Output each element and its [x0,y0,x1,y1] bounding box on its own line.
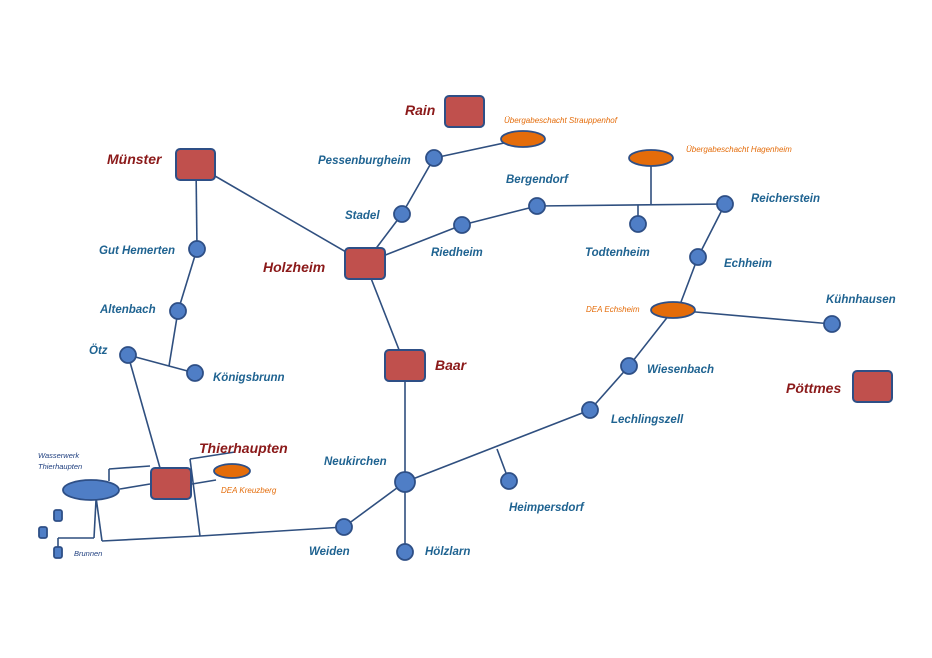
label-thierhaupten: Thierhaupten [199,440,288,456]
node-weiden[interactable] [335,518,353,536]
node-wiesenbach[interactable] [620,357,638,375]
station-poettmes[interactable] [852,370,893,403]
label-reicherstein: Reicherstein [751,193,820,205]
brunnen-2[interactable] [38,526,48,539]
label-holzheim: Holzheim [263,259,325,275]
junction-nodes [38,149,841,561]
label-poettmes: Pöttmes [786,380,841,396]
station-baar[interactable] [384,349,426,382]
station-thierhaupten[interactable] [150,467,192,500]
node-koenigsbrunn[interactable] [186,364,204,382]
brunnen-3[interactable] [53,546,63,559]
dea-echsheim-node[interactable] [650,301,696,319]
label-dea-echsheim: DEA Echsheim [586,305,640,314]
node-hoelzlarn[interactable] [396,543,414,561]
node-todtenheim[interactable] [629,215,647,233]
station-muenster[interactable] [175,148,216,181]
node-heimpersdorf[interactable] [500,472,518,490]
node-riedheim[interactable] [453,216,471,234]
label-wiesenbach: Wiesenbach [647,364,714,376]
transfer-points [213,130,696,479]
node-reicherstein[interactable] [716,195,734,213]
label-altenbach: Altenbach [99,304,156,316]
label-pessenburgheim: Pessenburgheim [318,155,411,167]
node-altenbach[interactable] [169,302,187,320]
label-uebergabe-strauppenhof: Übergabeschacht Strauppenhof [504,116,618,125]
label-hoelzlarn: Hölzlarn [425,546,470,558]
label-brunnen: Brunnen [74,549,102,558]
label-bergendorf: Bergendorf [506,174,569,186]
label-riedheim: Riedheim [431,247,483,259]
label-todtenheim: Todtenheim [585,247,650,259]
label-gut-hemerten: Gut Hemerten [99,245,175,257]
connection-lines [57,138,833,553]
labels: Rain Münster Holzheim Baar Thierhaupten … [38,102,896,558]
node-lechlingszell[interactable] [581,401,599,419]
node-wasserwerk[interactable] [62,479,120,501]
node-echheim[interactable] [689,248,707,266]
label-neukirchen: Neukirchen [324,456,387,468]
node-kuehnhausen[interactable] [823,315,841,333]
uebergabe-hagenheim-node[interactable] [628,149,674,167]
node-oetz[interactable] [119,346,137,364]
node-stadel[interactable] [393,205,411,223]
node-bergendorf[interactable] [528,197,546,215]
label-baar: Baar [435,357,468,373]
brunnen-1[interactable] [53,509,63,522]
uebergabe-strauppenhof-node[interactable] [500,130,546,148]
label-oetz: Ötz [89,344,108,357]
node-pessenburgheim[interactable] [425,149,443,167]
label-heimpersdorf: Heimpersdorf [509,502,585,514]
station-rain[interactable] [444,95,485,128]
label-koenigsbrunn: Königsbrunn [213,372,285,384]
station-holzheim[interactable] [344,247,386,280]
node-gut-hemerten[interactable] [188,240,206,258]
label-echheim: Echheim [724,258,772,270]
label-rain: Rain [405,102,435,118]
label-wasserwerk-line1: Wasserwerk [38,451,80,460]
dea-kreuzberg-node[interactable] [213,463,251,479]
label-uebergabe-hagenheim: Übergabeschacht Hagenheim [686,145,792,154]
node-neukirchen[interactable] [394,471,416,493]
primary-stations [150,95,893,500]
label-kuehnhausen: Kühnhausen [826,294,896,306]
label-wasserwerk-line2: Thierhaupten [38,462,82,471]
label-stadel: Stadel [345,210,380,222]
label-lechlingszell: Lechlingszell [611,414,684,426]
label-dea-kreuzberg: DEA Kreuzberg [221,486,277,495]
label-muenster: Münster [107,151,163,167]
label-weiden: Weiden [309,546,350,558]
